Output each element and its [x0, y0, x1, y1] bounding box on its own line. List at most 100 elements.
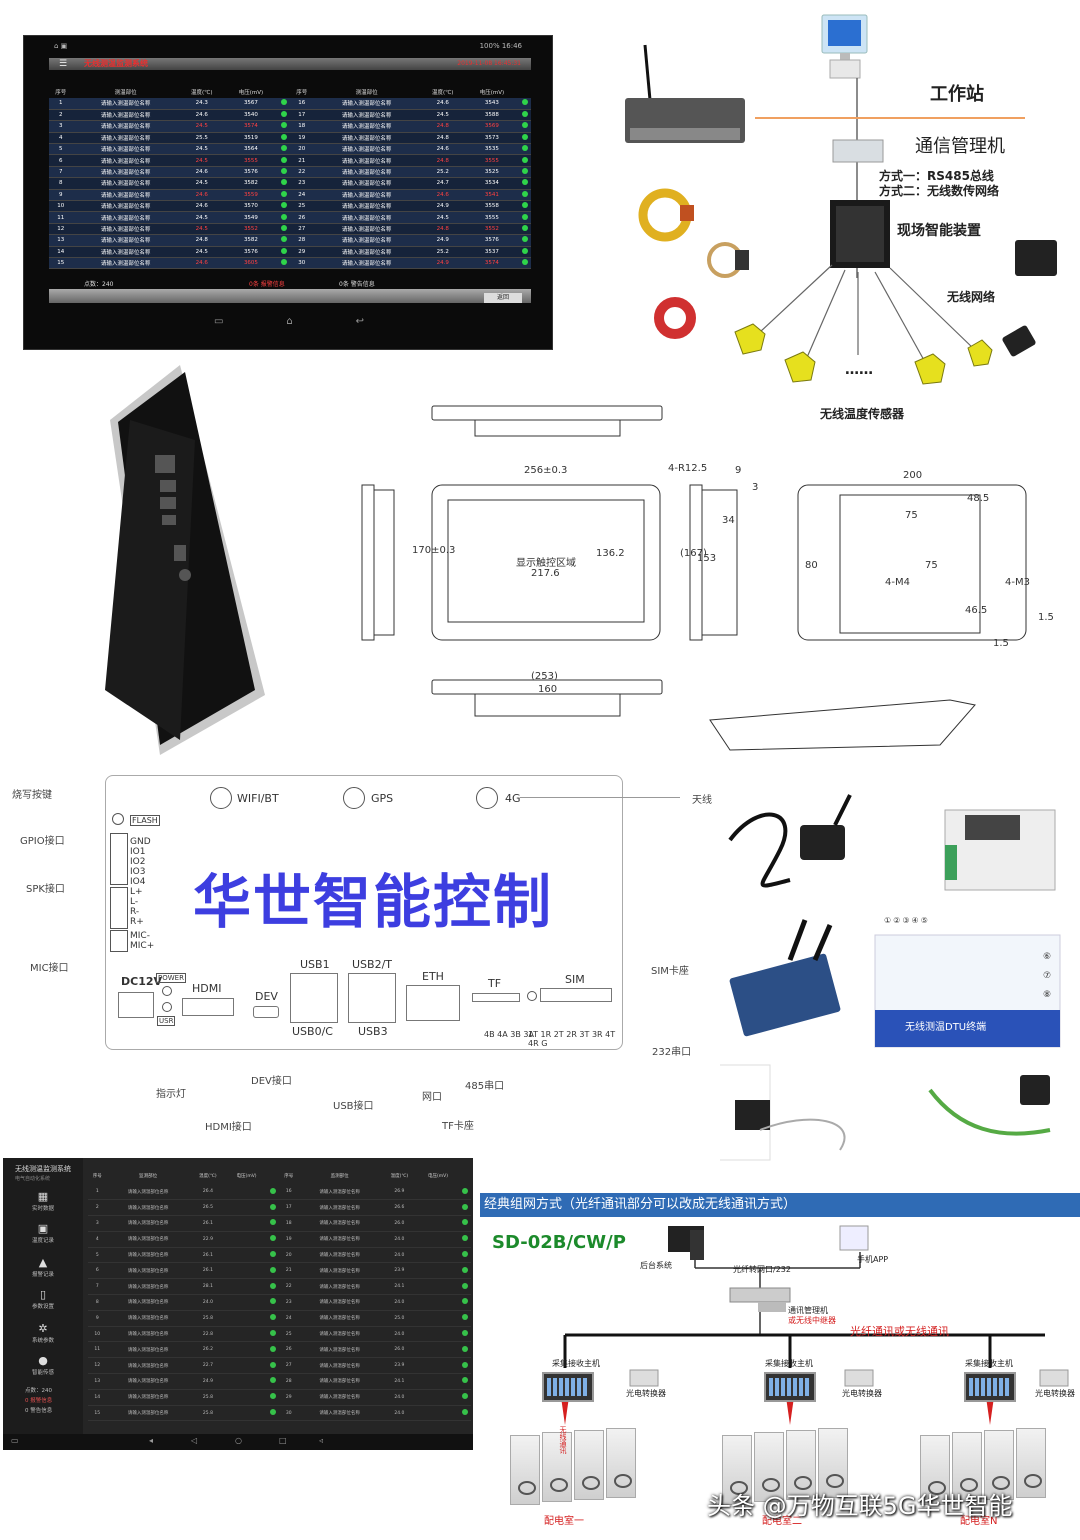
table-cell: 18: [289, 120, 314, 133]
table-cell: 请输入测温部位名称: [72, 189, 179, 202]
dim-48: 48.5: [967, 493, 990, 504]
sidebar-subtitle: 电气自动化系统: [15, 1176, 51, 1182]
volume-icon[interactable]: ◂: [149, 1436, 154, 1445]
status-dot-icon: [461, 1409, 468, 1416]
spk-label: SPK接口: [26, 884, 65, 895]
column-header: 温度(℃): [390, 1174, 409, 1179]
pin-label: L+: [130, 887, 143, 897]
switch-cabinet: [722, 1435, 752, 1505]
status-cell: [518, 246, 531, 258]
phone-app-icon: [839, 1225, 869, 1251]
table-cell: 9: [49, 189, 73, 202]
collector-label: 采集接收主机: [552, 1359, 600, 1368]
mic-label: MIC接口: [30, 963, 69, 974]
usb1-port: [290, 973, 338, 1023]
menu-icon[interactable]: ☰: [59, 59, 68, 69]
table-cell: [226, 1341, 268, 1359]
table-cell: 3534: [465, 177, 519, 190]
status-cell: [518, 200, 531, 213]
table-cell: [417, 1278, 459, 1296]
column-header: [267, 1168, 279, 1184]
back-button[interactable]: 返回: [484, 293, 522, 303]
table-cell: 25.8: [189, 1310, 226, 1327]
screenshot-icon[interactable]: ▭: [11, 1436, 19, 1445]
status-cell: [277, 177, 290, 190]
status-dot-icon: [270, 1282, 277, 1289]
table-cell: 26.1: [189, 1247, 226, 1264]
table-cell: 3555: [465, 154, 519, 167]
sidebar-item-alarms[interactable]: ▲报警记录: [3, 1256, 83, 1278]
mic-pins: MIC- MIC+: [130, 931, 154, 951]
back-icon[interactable]: ↩: [355, 316, 364, 327]
table-cell: 请输入测温部位名称: [297, 1326, 382, 1343]
status-dot-icon: [270, 1345, 277, 1352]
document-icon: ▯: [39, 1288, 47, 1301]
backend-pc-icon: [668, 1226, 704, 1260]
ring-sensor-icons: [638, 188, 1057, 357]
home-icon[interactable]: ⌂: [286, 316, 293, 327]
table-cell: [226, 1278, 268, 1296]
table-cell: 14: [88, 1389, 107, 1406]
status-dot-icon: [461, 1393, 468, 1400]
volume-up-icon[interactable]: ◃: [319, 1436, 324, 1445]
tablet-monitoring-screen: ⌂ ▣ 100% 16:46 ☰ 无线测温监测系统 2019-11-08 16:…: [23, 35, 553, 350]
recent-apps-icon[interactable]: □: [279, 1436, 287, 1445]
sim-label: SIM: [565, 973, 585, 986]
status-cell: [518, 166, 531, 179]
table-cell: 28.1: [189, 1278, 226, 1296]
sidebar-item-records[interactable]: ▣ 温度记录: [3, 1222, 83, 1244]
table-cell: 25.0: [381, 1310, 418, 1327]
android-nav-bar: ▭ ◂ ◁ ○ □ ◃: [3, 1434, 473, 1450]
status-cell: [277, 257, 290, 270]
status-cell: [458, 1184, 471, 1201]
table-cell: 3555: [224, 154, 278, 167]
status-dot-icon: [461, 1345, 468, 1352]
table-cell: 3555: [465, 211, 519, 224]
sidebar-item-sensors[interactable]: ●智能传感: [3, 1354, 83, 1376]
sensor-photos: [720, 1064, 1051, 1161]
home-icon[interactable]: ○: [235, 1436, 242, 1445]
table-cell: 7: [49, 166, 73, 179]
table-cell: 请输入测温部位名称: [72, 98, 179, 110]
fiber-port-label: 光纤转网口/232: [733, 1265, 791, 1274]
app-title-bar: ☰ 无线测温监测系统 2019-11-08 16:45:31: [49, 58, 531, 70]
topology-graphic: [625, 14, 1057, 385]
network-port-label: 网口: [422, 1092, 442, 1103]
table-cell: 24.0: [381, 1389, 418, 1406]
converter-icon: [729, 1287, 791, 1303]
table-cell: 请输入测温部位名称: [297, 1231, 382, 1248]
back-icon[interactable]: ◁: [191, 1436, 198, 1445]
sidebar-item-realtime[interactable]: ▦实时数据: [3, 1190, 83, 1212]
status-dot-icon: [280, 122, 287, 129]
status-dot-icon: [461, 1219, 468, 1226]
status-cell: [518, 234, 531, 247]
fiber-converter-icons: [629, 1369, 1069, 1387]
gpio-pins: GND IO1 IO2 IO3 IO4: [130, 837, 151, 887]
dim-radius: 4-R12.5: [668, 463, 708, 474]
table-cell: 请输入测温部位名称: [297, 1405, 382, 1422]
table-cell: 24.6: [178, 109, 225, 122]
status-dot-icon: [521, 247, 528, 254]
status-dot-icon: [270, 1330, 277, 1337]
sidebar-item-params[interactable]: ▯参数设置: [3, 1288, 83, 1310]
status-cell: [518, 223, 531, 236]
sidebar-item-system[interactable]: ✲系统参数: [3, 1322, 83, 1344]
table-cell: [417, 1310, 459, 1327]
table-cell: 24.6: [178, 166, 225, 179]
table-cell: 3574: [465, 257, 519, 270]
dim-153: 153: [697, 553, 717, 564]
network-diagram: 经典组网方式（光纤通讯部分可以改成无线通讯方式） SD-02B/CW/P: [480, 1190, 1080, 1540]
recent-apps-icon[interactable]: ▭: [214, 316, 224, 327]
table-cell: 20: [289, 143, 314, 156]
status-cell: [277, 200, 290, 213]
dim-3: 3: [752, 482, 759, 493]
table-cell: 3576: [224, 246, 278, 258]
table-cell: 请输入测温部位名称: [313, 143, 420, 156]
table-cell: 26.5: [189, 1199, 226, 1217]
chart-icon: ▣: [37, 1222, 49, 1235]
table-cell: 22.9: [189, 1231, 226, 1248]
sidebar-item-label: 温度记录: [31, 1238, 54, 1244]
